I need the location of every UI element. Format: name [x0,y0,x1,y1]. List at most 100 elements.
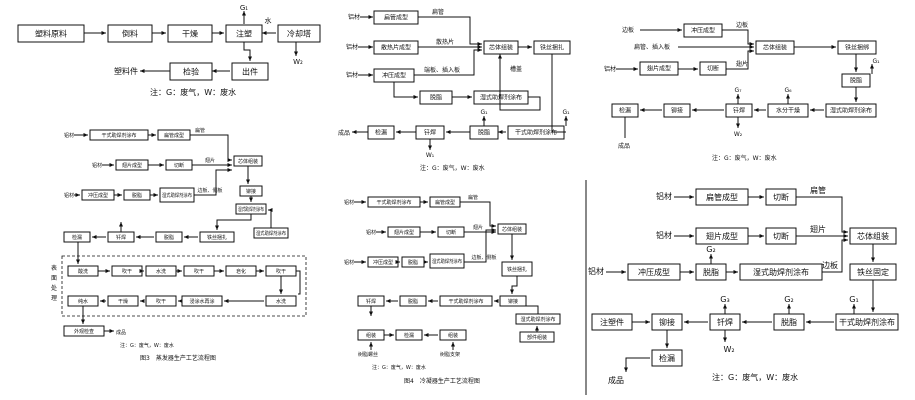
flow-arrow [551,54,566,133]
flow-label: 铝材 [346,43,358,51]
side-label-char: 面 [51,275,57,282]
process-box-label: 组装 [448,332,458,339]
process-box-label: 翅片成型 [394,229,414,236]
flow-arrow [215,214,252,230]
process-box-label: 水洗 [156,268,166,275]
flow-label: 铝材 [588,266,604,276]
flow-label: 端板、插入板 [424,66,460,74]
process-box-label: 干式助焊剂涂布 [448,298,483,305]
process-box [663,103,691,118]
process-box [837,40,877,55]
process-box-label: 检漏 [72,234,82,241]
process-box-label: 冲压成型 [88,192,108,199]
process-box-label: 干燥 [182,29,198,38]
process-box-label: 浸涂水再涂 [189,298,214,305]
process-box-label: 翅片成型 [122,162,142,169]
flow-arrow [722,29,754,46]
process-box-label: 铁丝捆扎 [540,44,564,52]
process-box [155,231,183,243]
flow-arrow [393,82,418,99]
process-box-label: 检漏 [375,129,387,137]
process-box-label: 脱脂 [430,94,442,102]
flow-label: 铝材 [656,230,672,240]
process-box-label: 铁丝捆扎 [207,234,227,241]
process-box [439,329,467,341]
flow-label: 扁管、插入板 [634,43,670,51]
flow-label: 成品 [608,375,624,385]
g-emission-label: G₁ [240,4,248,12]
flow-label: 树脂螺丝 [358,351,378,358]
legend-note: 注：G：废气，W：废水 [712,372,798,382]
figure-caption: 图4 冷凝器生产工艺流程图 [404,377,480,385]
process-box-label: 铆接 [246,188,256,195]
g-emission-label: G₇ [734,87,742,94]
process-box-label: 吹干 [276,268,286,275]
process-box-label: 钎焊 [116,234,126,241]
g-emission-label: G₂ [784,295,793,304]
process-box [429,253,465,269]
process-box-label: 铁丝固定 [857,267,889,277]
process-box-label: 切断 [446,229,456,236]
process-box-label: 钎焊 [717,317,733,327]
flow-arrow [510,276,518,294]
flow-label: 铝材 [344,199,354,206]
process-box-label: 铆接 [508,298,518,305]
flow-arrow [525,301,539,314]
flow-label: 成品 [338,129,350,137]
process-box-label: 湿式助焊剂涂布 [520,316,555,323]
process-box-label: 脱脂 [850,77,862,85]
side-label-char: 表 [51,264,57,272]
flow-arrow [726,49,754,70]
flow-label: 铝材 [344,259,354,266]
flow-label: 水 [265,16,272,25]
flow-label: 成品 [116,329,126,336]
g-emission-label: G₆ [784,87,792,94]
process-box [825,103,877,118]
process-box-label: 纯水 [78,298,88,305]
g-emission-label: G₁ [849,295,858,304]
legend-note: 注：G：废气，W：废水 [120,342,174,349]
flow-label: 铝材 [64,132,74,139]
process-box [439,295,493,307]
process-box [395,329,423,341]
process-box-label: 钎焊 [733,107,745,115]
process-box-label: 冲压成型 [691,27,715,35]
process-box-label: 铆接 [671,107,683,115]
process-box-label: 切断 [174,162,184,169]
flow-label: 翅片 [736,60,748,68]
side-label-char: 理 [51,295,57,302]
process-box-label: 芯体组装 [502,226,522,233]
process-box-label: 检漏 [659,353,675,363]
process-box-label: 芯体组装 [489,44,513,52]
flow-label: 翅片 [473,224,483,231]
flow-label: 扁管 [195,127,205,134]
flow-arrow [460,201,496,228]
flow-arrow [418,16,482,46]
w-discharge-label: W₂ [293,58,303,66]
process-box-label: 散热片成型 [381,44,411,52]
flow-label: 铝材 [348,13,360,21]
legend-note: 注：G：废气，W：废水 [712,154,777,162]
process-box-label: 铁丝捆绑 [845,44,869,52]
flow-label: 铝材 [366,229,376,236]
process-box-label: 干式助焊剂涂布 [376,199,411,206]
process-box-label: 干式助焊剂涂布 [101,132,136,139]
process-box-label: 脱脂 [408,298,418,305]
process-box-label: 酸洗 [78,268,88,275]
process-box-label: 吹干 [194,268,204,275]
process-box-label: 湿式助焊剂涂布 [830,107,872,115]
flow-label: 翅片 [205,157,215,164]
flow-label: 散热片 [436,38,454,46]
process-box-label: 外观检查 [74,328,94,335]
process-box-label: 湿式助焊剂涂布 [480,94,522,102]
process-box-label: 脱脂 [408,259,418,266]
flow-label: 铝材 [656,191,672,201]
process-box-label: 冲压成型 [382,72,406,80]
process-box-label: 翅片成型 [706,231,738,241]
process-box [63,231,91,243]
process-box-label: 湿式助焊剂涂布 [256,230,286,237]
flow-label: 边板 [736,21,748,29]
g-emission-label: G₁ [562,109,570,116]
process-box-label: 切断 [773,231,789,241]
process-box-label: 倒料 [122,28,138,38]
